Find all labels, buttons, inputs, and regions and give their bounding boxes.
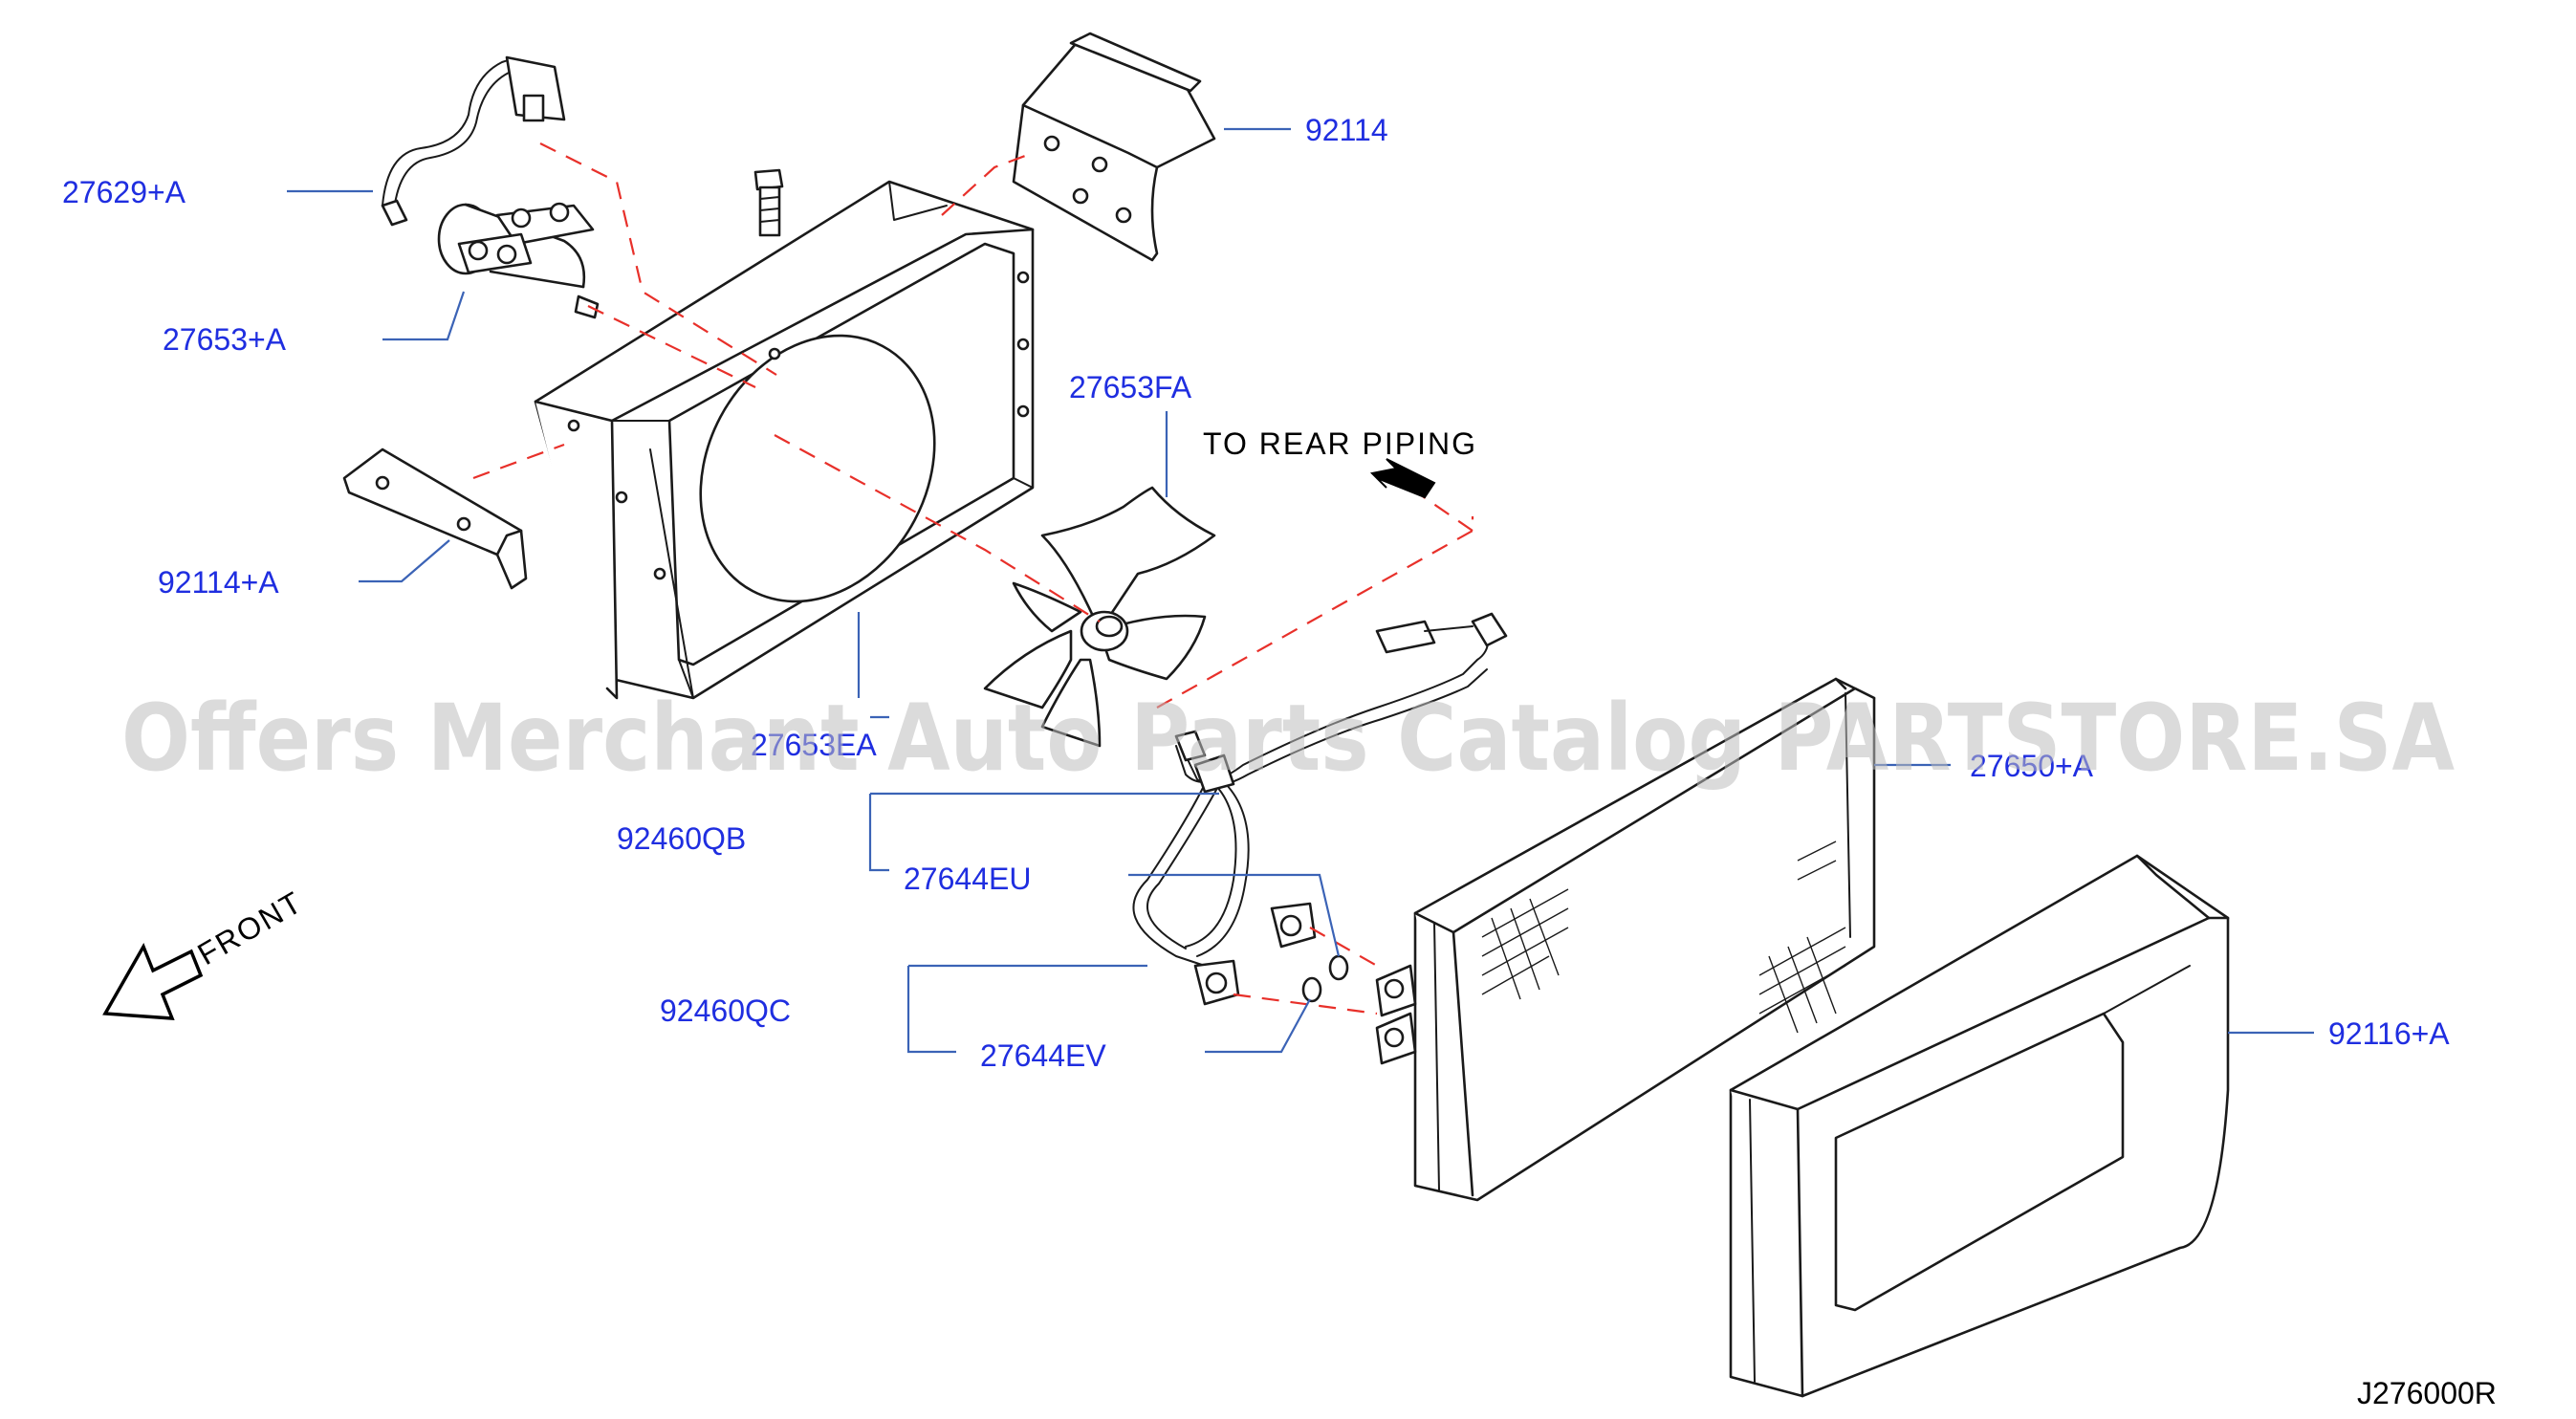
label-92460qb[interactable]: 92460QB: [617, 821, 746, 856]
fan-motor[interactable]: [437, 202, 600, 319]
wiring-harness[interactable]: [381, 55, 566, 227]
leader-lines: [287, 127, 2314, 1054]
label-27653-a[interactable]: 27653+A: [163, 322, 287, 357]
label-27653fa[interactable]: 27653FA: [1069, 370, 1192, 404]
diagram-code: J276000R: [2357, 1376, 2497, 1410]
label-92114-a[interactable]: 92114+A: [158, 565, 279, 600]
label-27629-a[interactable]: 27629+A: [62, 175, 186, 209]
label-27650-a[interactable]: 27650+A: [1970, 749, 2094, 783]
cooler-pipes[interactable]: [1132, 612, 1508, 1006]
air-guide-baffle[interactable]: [1729, 854, 2230, 1398]
o-rings[interactable]: [1301, 954, 1349, 1003]
label-92460qc[interactable]: 92460QC: [660, 993, 791, 1028]
label-27644ev[interactable]: 27644EV: [980, 1038, 1106, 1073]
front-direction-arrow-icon: [102, 942, 204, 1020]
label-27653ea[interactable]: 27653EA: [751, 728, 877, 762]
bolt[interactable]: [753, 168, 784, 237]
label-92116-a[interactable]: 92116+A: [2328, 1016, 2450, 1051]
bracket-92114-a[interactable]: [342, 448, 528, 590]
cooling-fan[interactable]: [983, 486, 1216, 748]
label-27644eu[interactable]: 27644EU: [904, 862, 1031, 896]
bracket-92114[interactable]: [1012, 32, 1216, 262]
label-92114[interactable]: 92114: [1305, 113, 1388, 147]
assembly-guide-lines: [472, 142, 1474, 1015]
note-to-rear-piping: TO REAR PIPING: [1203, 426, 1477, 461]
arrow-to-rear-piping-icon: [1369, 458, 1436, 499]
note-front: FRONT: [192, 884, 309, 971]
condenser[interactable]: [1375, 677, 1876, 1202]
watermark: Offers Merchant Auto Parts Catalog PARTS…: [121, 685, 2455, 792]
